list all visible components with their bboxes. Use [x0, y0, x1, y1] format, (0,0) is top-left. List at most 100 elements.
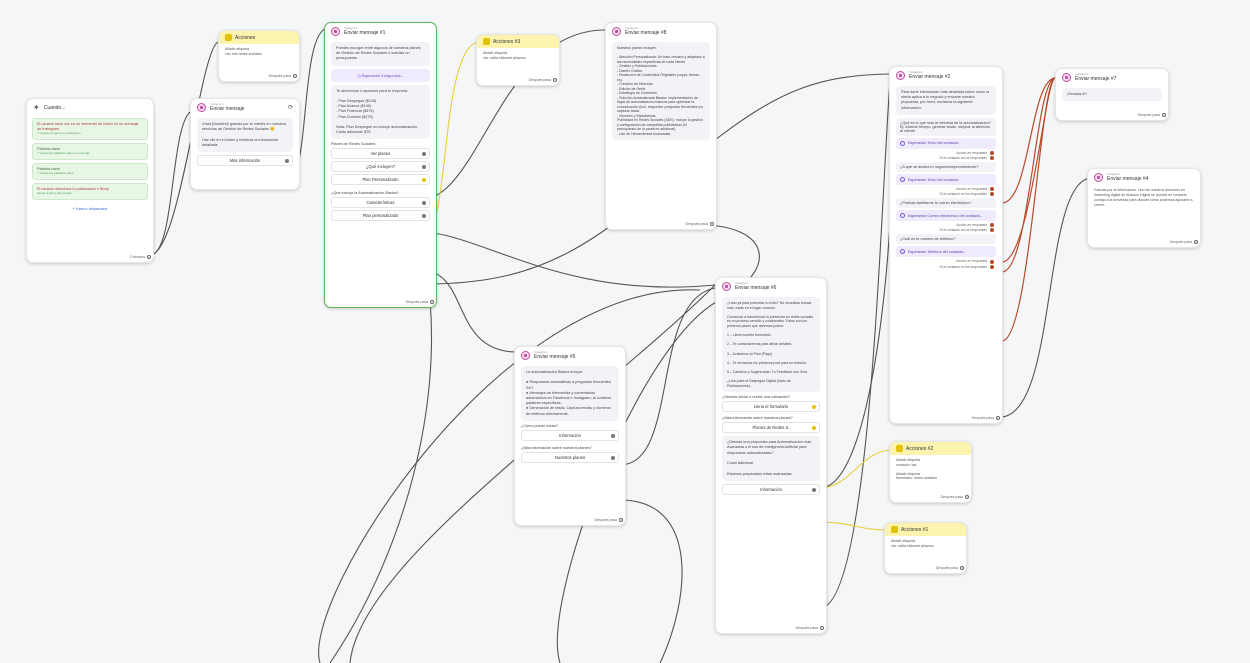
caracteristicas-button[interactable]: Características: [331, 197, 430, 209]
button-label: Información: [760, 486, 782, 492]
section-heading: Planes de Redes Sociales: [331, 142, 376, 147]
no-reply-port[interactable]: [990, 192, 994, 197]
next-step-port[interactable]: [1194, 240, 1198, 244]
channel-label: Instagram: [1107, 172, 1121, 176]
message-text: Puedes escoger entre algunos de nuestros…: [331, 42, 430, 66]
next-step-label: Después pasa: [1169, 240, 1192, 244]
instagram-icon: [197, 103, 206, 112]
plan-personalizado-button[interactable]: Plan Personalizado: [331, 174, 430, 186]
instagram-icon: [612, 27, 621, 36]
ver-planes-button[interactable]: Ver planes: [331, 148, 430, 160]
button-port[interactable]: [422, 165, 426, 170]
no-reply-label: Si el contacto no ha respondido: [939, 155, 987, 160]
no-reply-action: Si el contacto no ha respondido: [898, 228, 994, 233]
button-port[interactable]: [422, 201, 426, 206]
actions-node-1[interactable]: Acciones #1 Añadir etiqueta cta: visita …: [884, 522, 967, 574]
button-label: Información: [559, 432, 581, 438]
trigger-node[interactable]: ✦ Cuando... El usuario hace clic en un e…: [26, 98, 154, 263]
next-step-port[interactable]: [147, 255, 151, 259]
message-text: ¿Deseas una propuesta para Automatizació…: [722, 436, 820, 481]
reply-port[interactable]: [990, 259, 994, 264]
next-step-port[interactable]: [293, 74, 297, 78]
no-reply-port[interactable]: [990, 228, 994, 233]
reply-label: Acción en respuesta: [956, 223, 987, 228]
reply-port[interactable]: [990, 150, 994, 155]
next-step-label: Después pasa: [405, 300, 428, 304]
next-step-port[interactable]: [820, 626, 824, 630]
trigger-item-text: Palabra clave: [37, 146, 61, 151]
channel-label: Instagram: [534, 350, 548, 354]
trigger-item-text: Palabra clave: [37, 166, 61, 171]
reply-port[interactable]: [990, 187, 994, 192]
instagram-icon: [521, 351, 530, 360]
button-port[interactable]: [812, 405, 816, 410]
message-text: ¿Listo ya para potenciar tu éxito? No ne…: [722, 297, 820, 393]
no-reply-port[interactable]: [990, 264, 994, 269]
button-port[interactable]: [812, 426, 816, 431]
actions-node-2[interactable]: Acciones #2 Añadir etiqueta contacto: wa…: [889, 441, 972, 503]
next-step-port[interactable]: [960, 566, 964, 570]
reply-port[interactable]: [990, 223, 994, 228]
lightning-icon: [891, 526, 898, 533]
trigger-item-keyword-2[interactable]: Palabra clave ↗ Ajusta las palabras clav…: [32, 162, 148, 180]
button-port[interactable]: [422, 178, 426, 183]
next-step-port[interactable]: [965, 495, 969, 499]
message-text: Gracias por la información. Uno de nuest…: [1094, 188, 1193, 207]
button-port[interactable]: [812, 487, 816, 492]
trigger-item-keyword-1[interactable]: Palabra clave ↗ Ajusta las palabras clav…: [32, 142, 148, 160]
trigger-item-sub: Ajusta la Story del usuario: [37, 191, 72, 195]
button-port[interactable]: [285, 159, 289, 164]
channel-label: Instagram: [909, 70, 923, 74]
next-step-label: Después pasa: [971, 416, 994, 420]
next-step-port[interactable]: [996, 416, 1000, 420]
wait-label: Esperando Correo electrónico del contact…: [908, 213, 984, 218]
button-port[interactable]: [422, 152, 426, 157]
next-step-port[interactable]: [430, 300, 434, 304]
llena-formulario-button[interactable]: Llena el formulario: [722, 401, 820, 413]
actions-title: Acciones #2: [906, 445, 934, 452]
add-trigger-link[interactable]: + Nuevo disparador: [72, 205, 108, 211]
button-port[interactable]: [611, 433, 615, 438]
no-reply-label: Si el contacto no ha respondido: [939, 228, 987, 233]
next-step-port[interactable]: [710, 222, 714, 226]
lightning-icon: [896, 445, 903, 452]
informacion-2-button[interactable]: Información: [722, 483, 820, 495]
no-reply-port[interactable]: [990, 156, 994, 161]
informacion-button[interactable]: Información: [521, 429, 619, 441]
wait-reply-phone: Esperando Teléfono del contacto...: [896, 246, 996, 258]
lightning-icon: [483, 38, 490, 45]
actions-node-top[interactable]: Acciones Añadir etiqueta cta: info redes…: [218, 30, 300, 82]
next-step-port[interactable]: [619, 518, 623, 522]
email-icon: [900, 213, 905, 219]
no-reply-action: Si el contacto no ha respondido: [898, 265, 994, 269]
actions-body: Añadir etiqueta cta: visita sitioweb aha…: [483, 51, 526, 60]
actions-node-3[interactable]: Acciones #3 Añadir etiqueta cta: visita …: [476, 34, 560, 86]
planes-redes-button[interactable]: Planes de Redes S.: [722, 422, 820, 434]
nuestros-planes-button[interactable]: Nuestros planes: [521, 451, 619, 463]
wait-reply-business: Esperando Texto del contacto...: [896, 174, 996, 186]
next-step-label: Después pasa: [685, 222, 708, 226]
trigger-item-mention[interactable]: El usuario menciona tu publicación o Sto…: [32, 182, 148, 200]
button-port[interactable]: [422, 214, 426, 219]
que-incluyen-button[interactable]: ¿Qué incluyen?: [331, 161, 430, 173]
channel-label: Instagram: [735, 281, 749, 285]
plan-personalizado-2-button[interactable]: Plan personalizado: [331, 210, 430, 222]
button-port[interactable]: [611, 455, 615, 460]
trigger-item-button-click[interactable]: El usuario hace clic en un elemento de b…: [32, 118, 148, 140]
button-label: Llena el formulario: [753, 404, 789, 410]
more-info-button[interactable]: Más información: [197, 155, 293, 167]
no-reply-action: Si el contacto no ha respondido: [898, 155, 994, 161]
instagram-icon: [1094, 173, 1103, 182]
next-step-port[interactable]: [1162, 113, 1166, 117]
question-business: ¿A qué se dedica tu negocio/emprendimien…: [896, 162, 996, 173]
trigger-item-text: El usuario menciona tu publicación o Sto…: [37, 186, 109, 191]
next-step-port[interactable]: [553, 78, 557, 82]
